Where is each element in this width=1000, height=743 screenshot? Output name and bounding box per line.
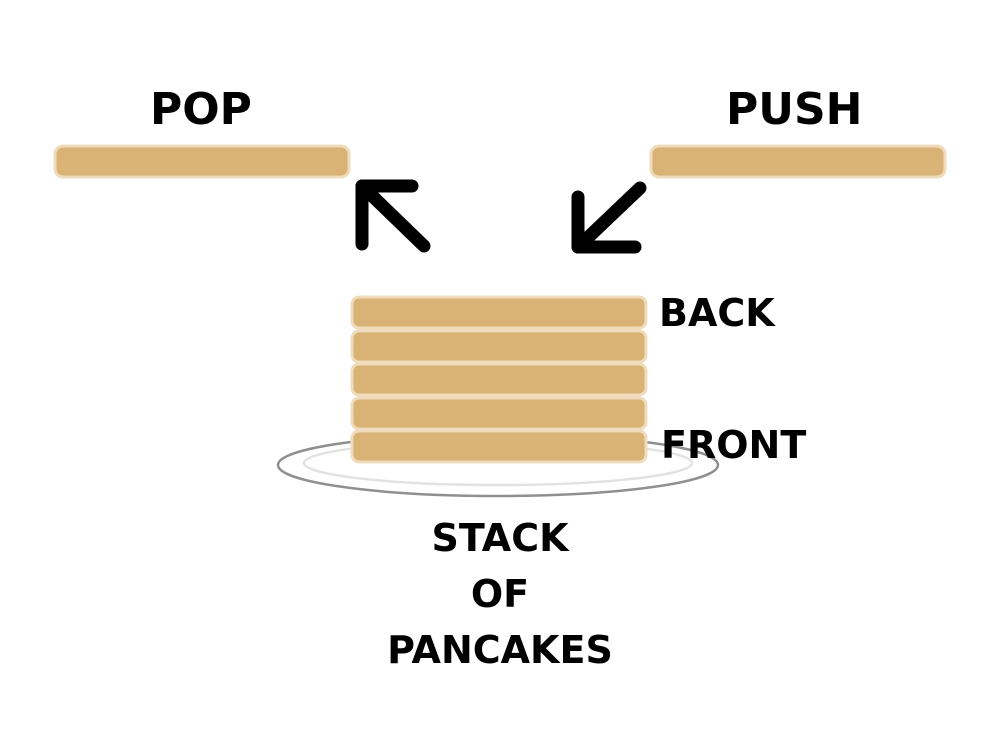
push-label: PUSH xyxy=(726,84,863,135)
pushed-pancake xyxy=(649,144,947,179)
popped-pancake xyxy=(53,144,351,179)
caption-line: PANCAKES xyxy=(387,628,613,672)
pop-label: POP xyxy=(150,84,252,135)
diagram-caption: STACK OF PANCAKES xyxy=(350,510,650,678)
pancake xyxy=(350,362,648,397)
pancake xyxy=(350,396,648,431)
back-label: BACK xyxy=(659,291,775,335)
front-label: FRONT xyxy=(661,423,807,467)
pancake-front xyxy=(350,429,648,464)
caption-line: OF xyxy=(470,572,530,616)
caption-line: STACK xyxy=(431,516,569,560)
arrow-down-left-icon xyxy=(571,181,647,254)
arrow-up-left-icon xyxy=(355,179,431,253)
pancake-back xyxy=(350,295,648,330)
pancake-stack xyxy=(350,295,648,464)
pancake xyxy=(350,329,648,364)
